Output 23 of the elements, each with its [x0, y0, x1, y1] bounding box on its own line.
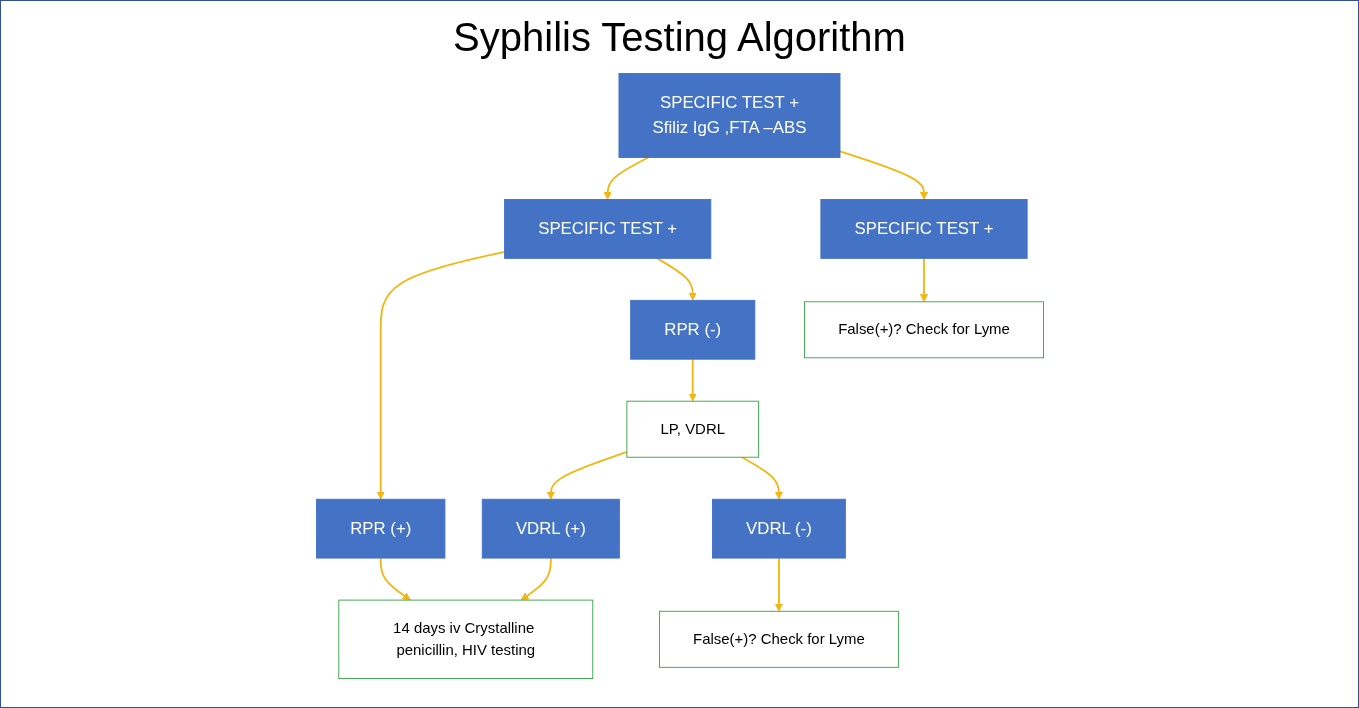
node-box: LP, VDRL: [625, 400, 759, 458]
node-box: SPECIFIC TEST +: [819, 199, 1028, 259]
arrow: [546, 451, 628, 500]
arrow: [688, 358, 697, 402]
arrow: [919, 257, 928, 303]
node-box: RPR (+): [315, 498, 445, 559]
arrow: [740, 456, 783, 500]
node-box: VDRL (-): [711, 498, 846, 559]
node-box: SPECIFIC TEST +: [503, 199, 711, 259]
arrow: [655, 257, 697, 301]
arrow: [774, 557, 783, 612]
diagram-title: Syphilis Testing Algorithm: [453, 15, 906, 60]
arrow: [520, 557, 552, 601]
arrow: [603, 156, 649, 200]
node-box: SPECIFIC TEST + Sfiliz IgG ,FTA –ABS: [618, 73, 840, 158]
node-box: RPR (-): [629, 299, 755, 360]
node-box: VDRL (+): [481, 498, 620, 559]
arrow: [376, 250, 505, 500]
arrow: [838, 150, 928, 200]
arrow: [379, 557, 411, 601]
node-box: False(+)? Check for Lyme: [658, 610, 899, 668]
node-box: 14 days iv Crystalline penicillin, HIV testing: [337, 599, 593, 679]
node-box: False(+)? Check for Lyme: [803, 301, 1044, 359]
